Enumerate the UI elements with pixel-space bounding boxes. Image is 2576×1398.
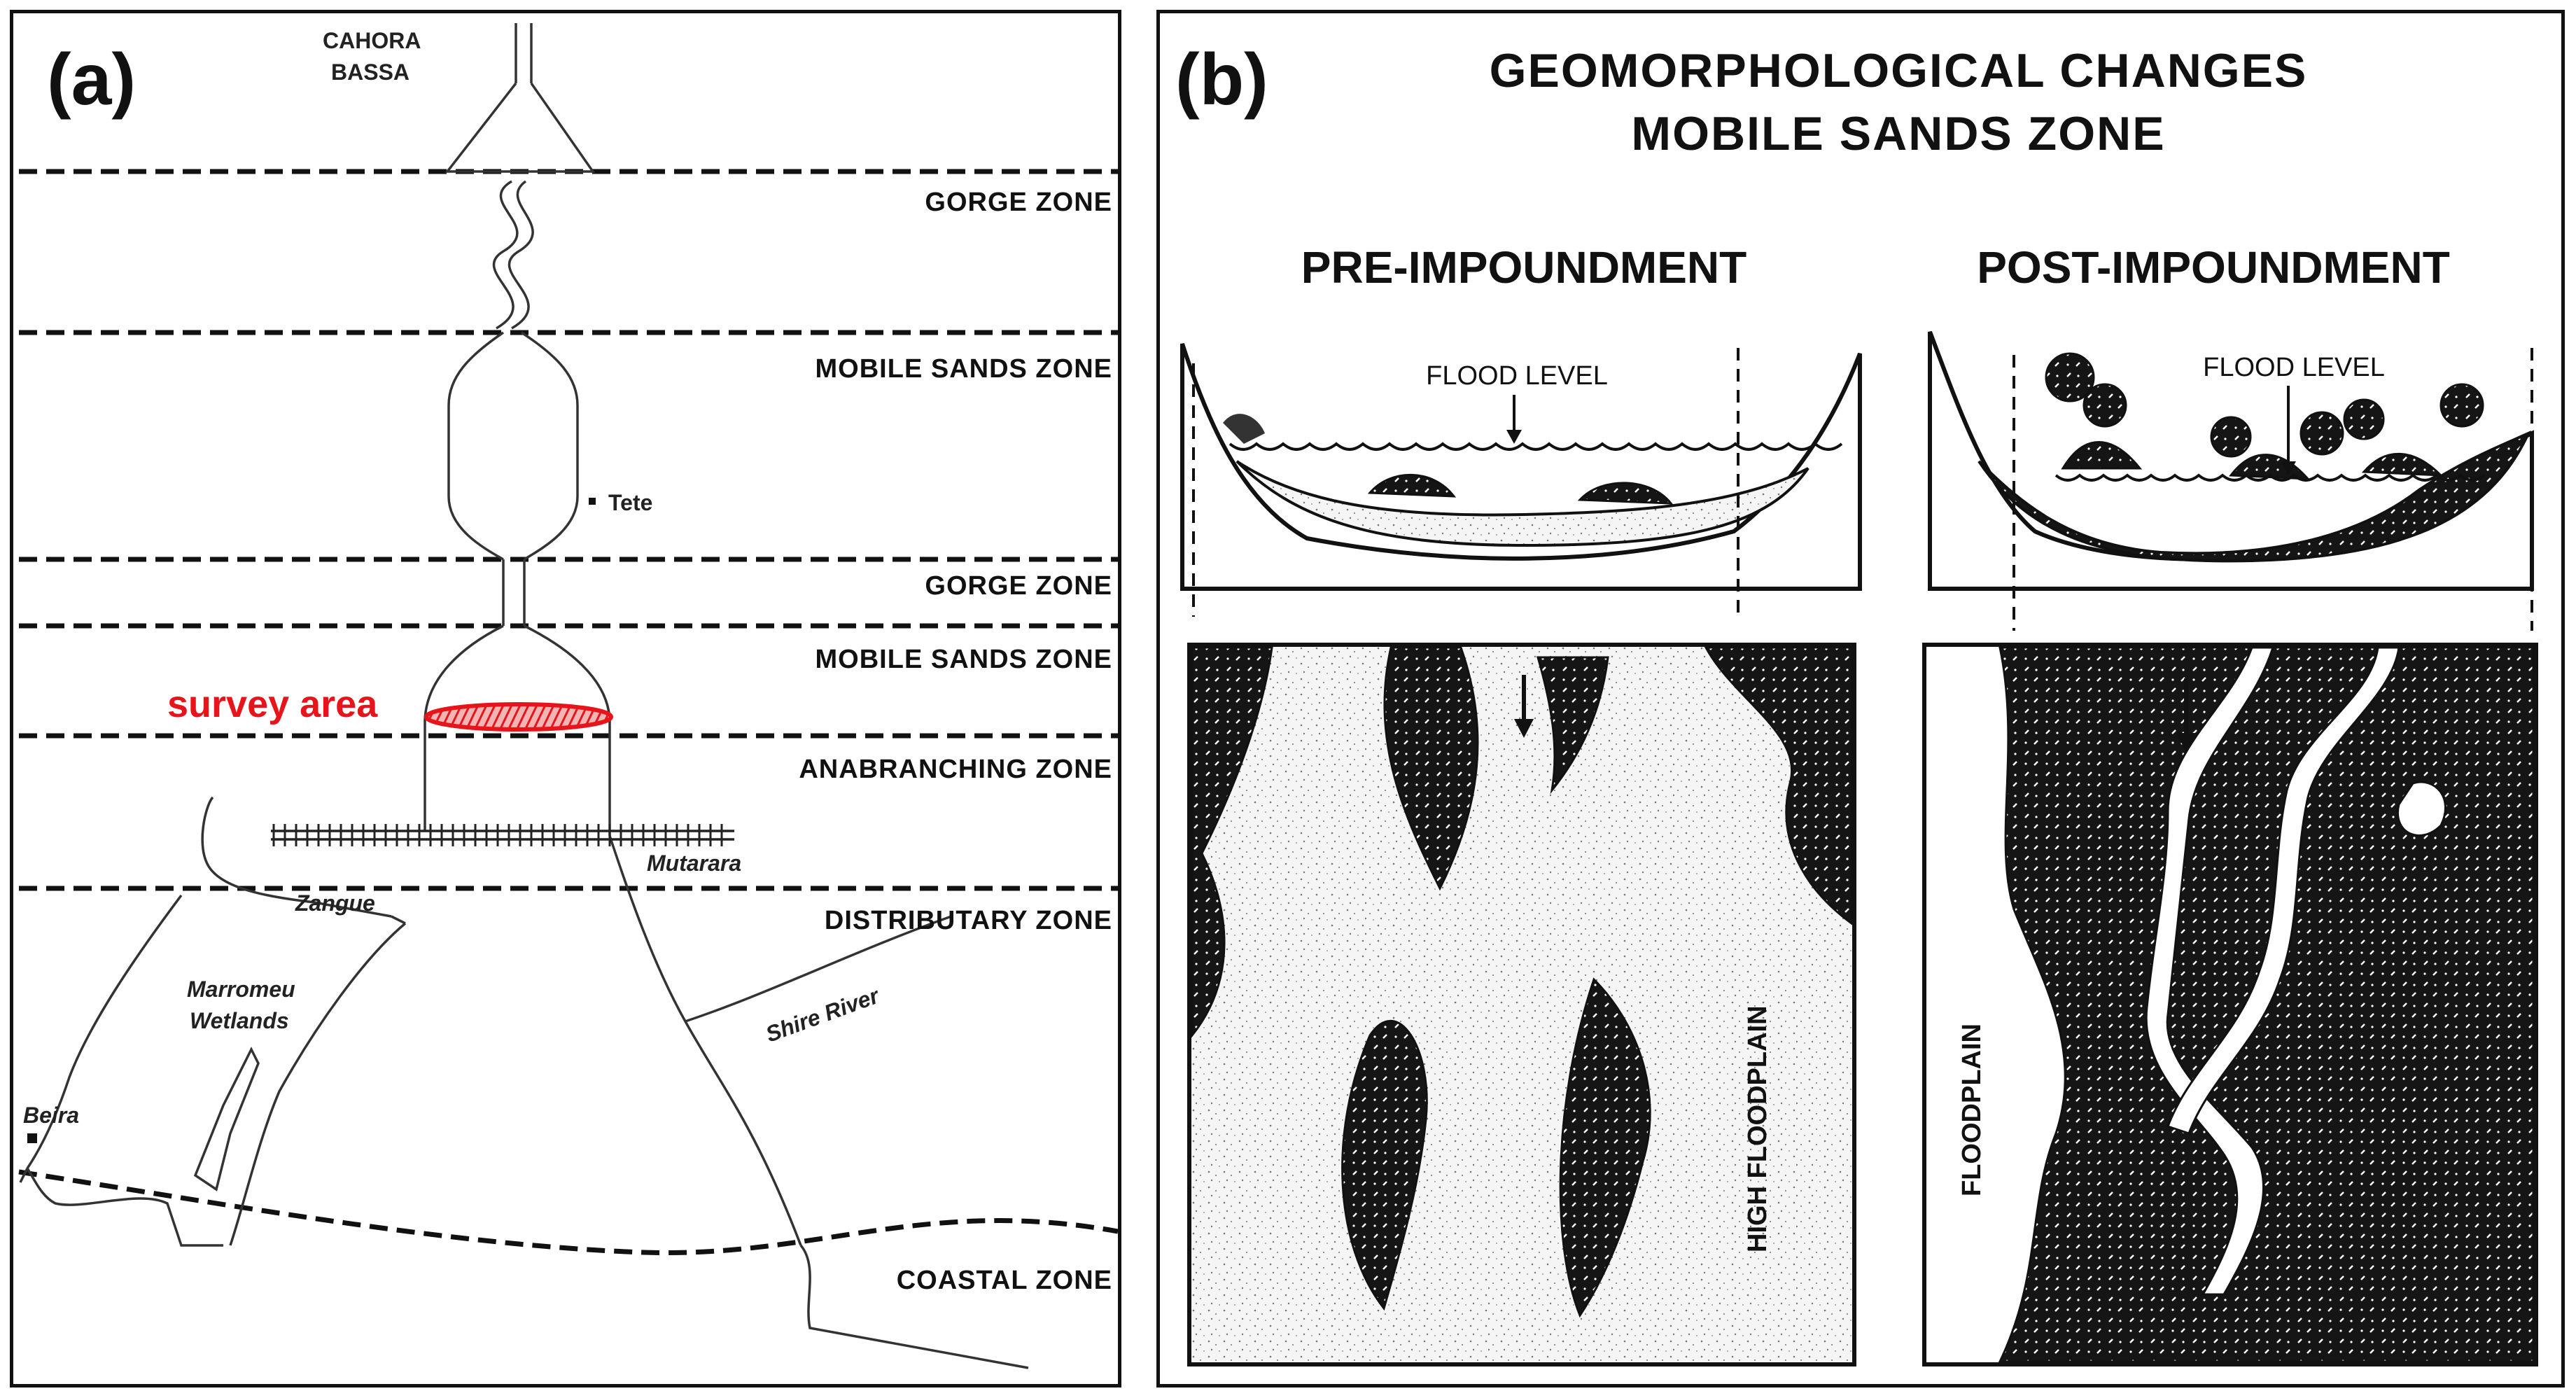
hatch-line: [454, 706, 474, 728]
pre-impoundment-heading: PRE-IMPOUNDMENT: [1301, 242, 1746, 293]
panel-a-tag: (a): [47, 39, 136, 120]
hatch-line: [538, 706, 558, 728]
post-plan-view: FLOODPLAIN: [1922, 643, 2538, 1366]
hatch-line: [555, 706, 575, 728]
hatch-line: [513, 706, 533, 728]
survey-area-hatch: [405, 699, 657, 734]
wetlands-label: Wetlands: [190, 1008, 289, 1033]
floodplain-label: FLOODPLAIN: [1957, 1023, 1987, 1196]
survey-area-label: survey area: [167, 683, 378, 725]
zone-label: DISTRIBUTARY ZONE: [825, 906, 1112, 935]
hatch-line: [580, 706, 600, 728]
railway: [271, 830, 734, 841]
pre-flood-level-label: FLOOD LEVEL: [1426, 361, 1608, 391]
hatch-line: [624, 699, 640, 734]
hatch-line: [522, 706, 541, 728]
zone-dividers: [18, 169, 1119, 1256]
hatch-line: [640, 699, 657, 734]
hatch-line: [597, 706, 610, 728]
pre-plan-view: HIGH FLOODPLAIN: [1187, 643, 1856, 1366]
diagram-title-line-2: MOBILE SANDS ZONE: [1631, 107, 2165, 160]
hatch-line: [479, 706, 499, 728]
diagram-title-line-1: GEOMORPHOLOGICAL CHANGES: [1490, 44, 2308, 97]
zone-label: MOBILE SANDS ZONE: [816, 645, 1112, 674]
hatch-line: [505, 706, 524, 728]
beira-label: Beira: [23, 1103, 79, 1128]
hatch-line: [428, 706, 440, 728]
hatch-line: [547, 706, 566, 728]
geomorphology-diagram: (b) GEOMORPHOLOGICAL CHANGES MOBILE SAND…: [1175, 39, 2538, 1366]
high-floodplain-label: HIGH FLOODPLAIN: [1743, 1005, 1772, 1252]
marromeu-label: Marromeu: [187, 977, 295, 1002]
zangue-label: Zangue: [295, 890, 375, 916]
tree-cluster: [2045, 352, 2484, 458]
panel-b: (b) GEOMORPHOLOGICAL CHANGES MOBILE SAND…: [1156, 10, 2565, 1387]
zone-label: GORGE ZONE: [925, 188, 1112, 217]
mutarara-label: Mutarara: [647, 851, 741, 876]
post-impoundment-heading: POST-IMPOUNDMENT: [1977, 242, 2450, 293]
hatch-line: [438, 706, 457, 728]
railway-ties: [272, 824, 723, 846]
hatch-line: [446, 706, 465, 728]
panel-b-tag: (b): [1175, 39, 1268, 120]
post-flood-level-label: FLOOD LEVEL: [2203, 353, 2385, 382]
hatch-line: [488, 706, 507, 728]
zone-labels: GORGE ZONE MOBILE SANDS ZONE GORGE ZONE …: [799, 188, 1112, 1295]
panel-a: (a) CAHORA BASSA Tete Mutarara Zangue Ma…: [10, 10, 1121, 1387]
zone-label: COASTAL ZONE: [897, 1266, 1112, 1295]
zone-label: MOBILE SANDS ZONE: [816, 354, 1112, 384]
hatch-line: [589, 706, 608, 728]
post-cross-section: FLOOD LEVEL: [1928, 330, 2534, 631]
hatch-line: [572, 706, 592, 728]
hatch-line: [429, 706, 449, 728]
hatch-line: [405, 699, 422, 734]
survey-area-marker: [424, 702, 613, 732]
beira-marker: [27, 1133, 37, 1143]
tete-marker: [589, 498, 596, 505]
bassa-label: BASSA: [331, 60, 410, 85]
zone-label: GORGE ZONE: [925, 571, 1112, 601]
cahora-label: CAHORA: [323, 28, 421, 53]
river-outline: [19, 23, 1029, 1369]
hatch-line: [632, 699, 649, 734]
hatch-line: [530, 706, 550, 728]
shire-river-label: Shire River: [762, 982, 883, 1047]
tete-label: Tete: [608, 490, 652, 515]
zone-label: ANABRANCHING ZONE: [799, 755, 1112, 784]
hatch-line: [496, 706, 516, 728]
hatch-line: [471, 706, 491, 728]
river-zone-map: (a) CAHORA BASSA Tete Mutarara Zangue Ma…: [18, 23, 1119, 1369]
pre-cross-section: FLOOD LEVEL: [1180, 343, 1862, 617]
hatch-line: [463, 706, 482, 728]
hatch-line: [615, 699, 632, 734]
hatch-line: [564, 706, 583, 728]
